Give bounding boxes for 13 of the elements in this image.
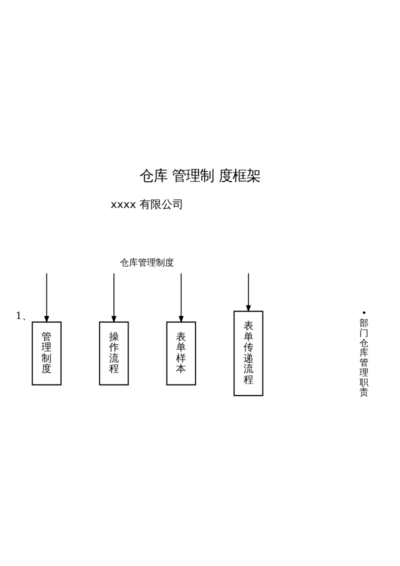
node-label: 1、 [16, 310, 32, 322]
diagram-title: 仓库 管理制 度框架 [139, 168, 261, 184]
node-box: 管理制度 [32, 321, 62, 385]
node-box: 操作流程 [99, 321, 129, 385]
node-box: 表单样本 [166, 321, 196, 385]
node-box: 表单传递流程 [234, 310, 264, 396]
arrow [44, 272, 50, 323]
label: xxxx 有限公司 [110, 197, 184, 210]
label: • 部门仓库管理职责 [360, 308, 369, 398]
arrow [178, 272, 184, 323]
arrow [111, 272, 116, 323]
node-text: 仓库管理制度 [120, 258, 174, 268]
arrow [246, 272, 251, 312]
